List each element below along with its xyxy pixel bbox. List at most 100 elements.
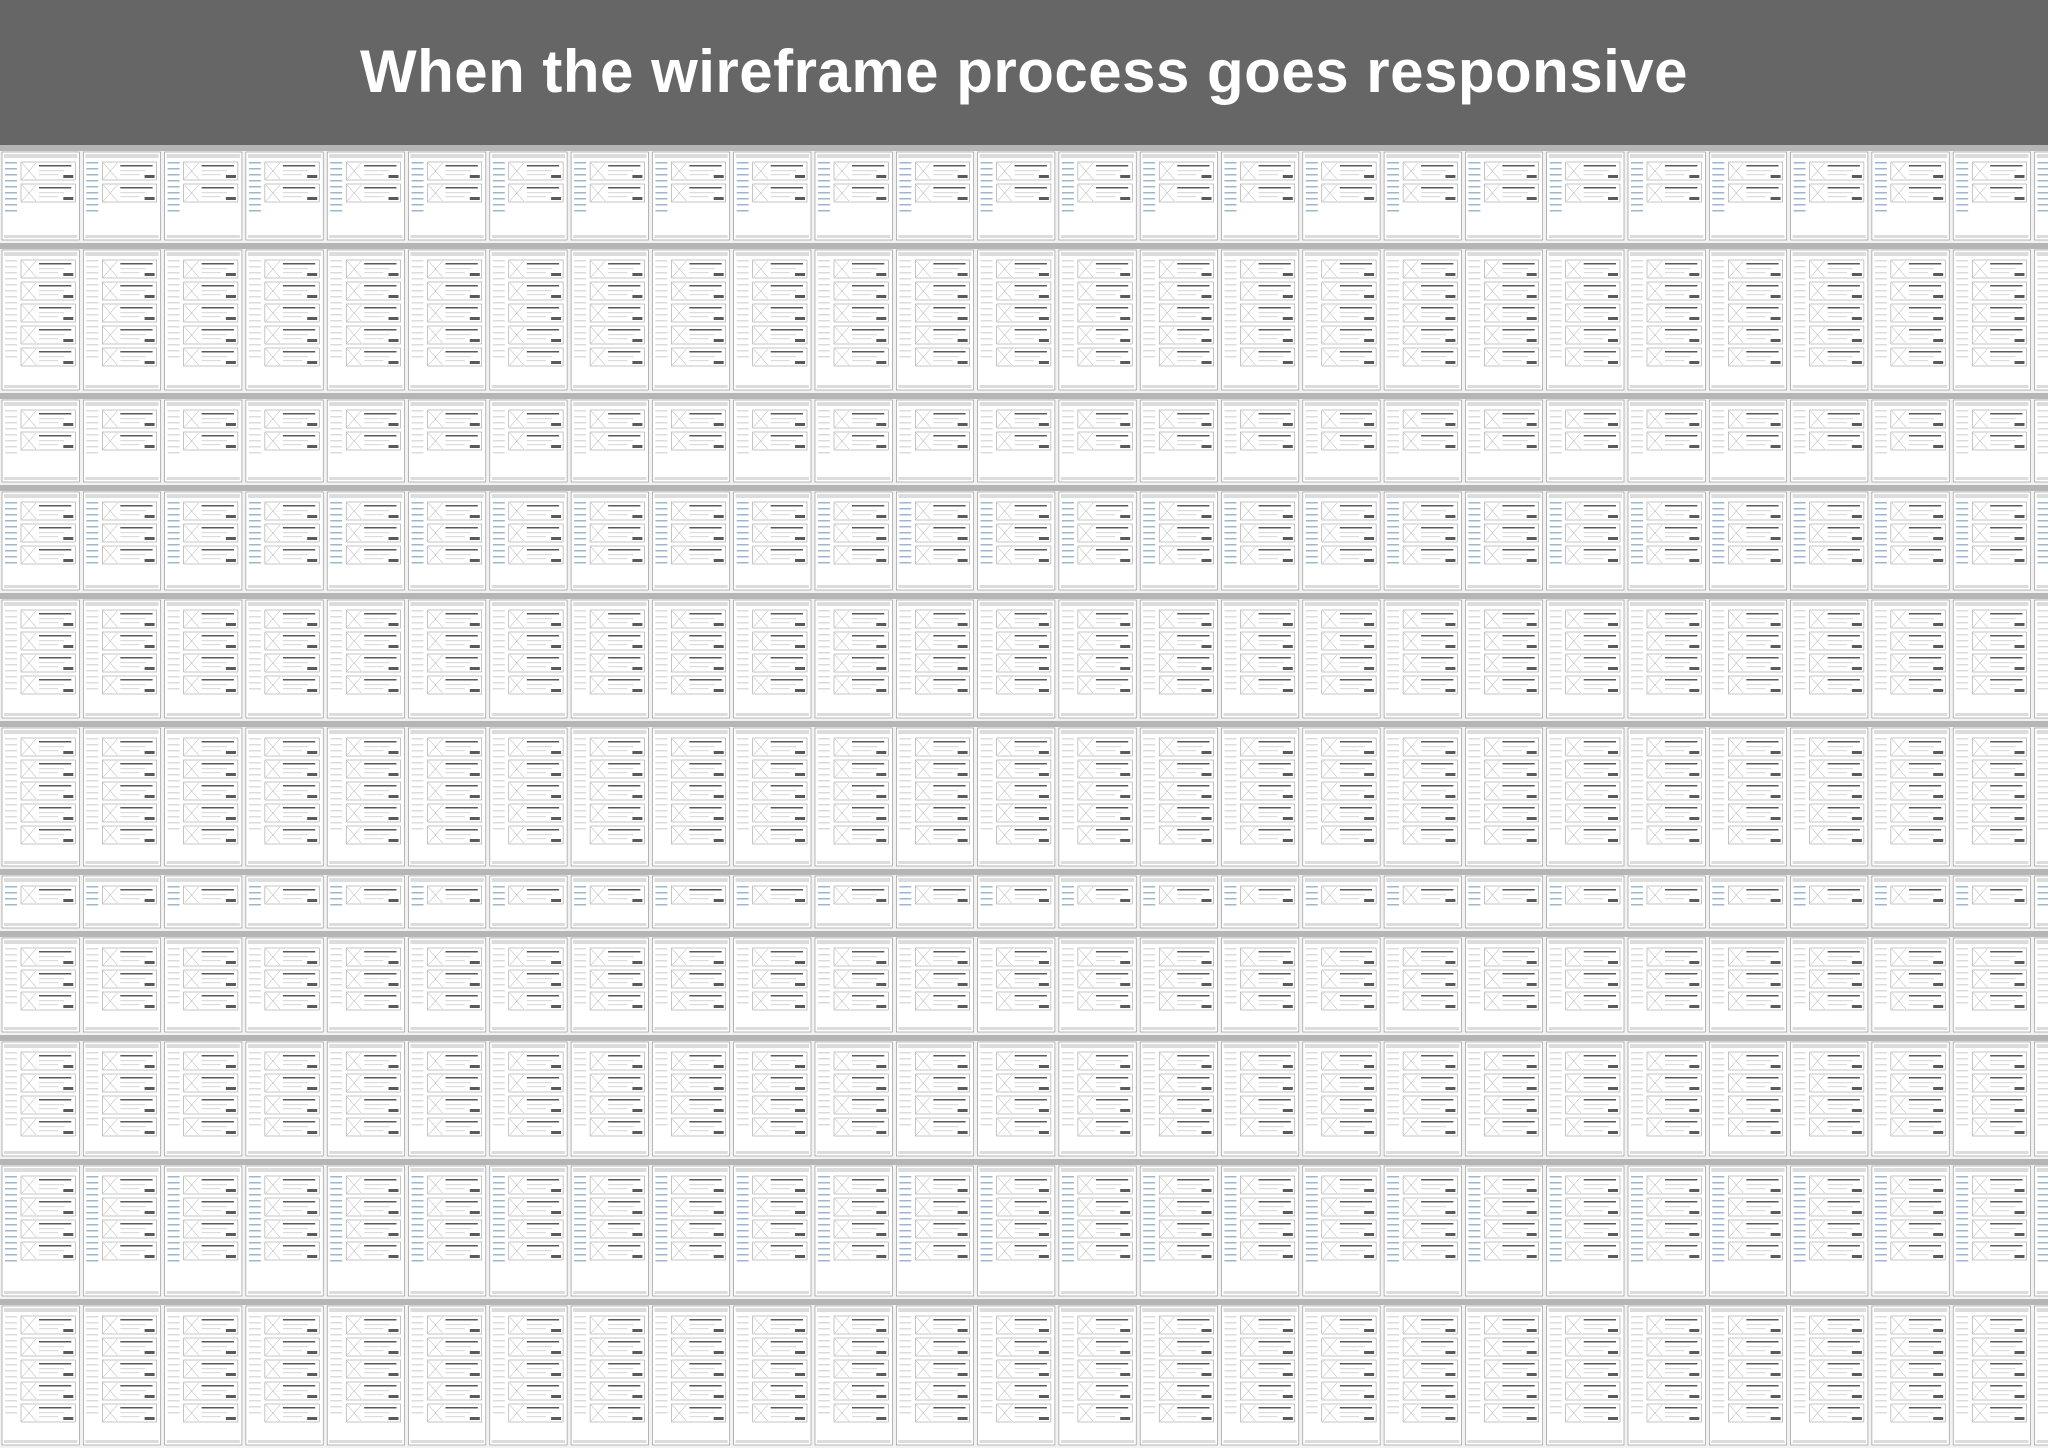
wireframe-thumbnail xyxy=(814,1165,893,1297)
wireframe-thumbnail xyxy=(1302,1041,1381,1157)
wireframe-thumbnail xyxy=(895,599,974,719)
wireframe-thumbnail xyxy=(1465,1165,1544,1297)
wireframe-thumbnail xyxy=(164,491,243,591)
wireframe-thumbnail xyxy=(814,1305,893,1446)
wireframe-thumbnail xyxy=(489,491,568,591)
wireframe-thumbnail xyxy=(1871,1041,1950,1157)
wireframe-thumbnail xyxy=(1302,491,1381,591)
wireframe-thumbnail xyxy=(1709,727,1787,867)
wireframe-thumbnail xyxy=(1790,875,1869,929)
wireframe-thumbnail xyxy=(408,399,487,483)
wireframe-thumbnail xyxy=(977,1041,1056,1157)
wireframe-thumbnail xyxy=(733,1305,812,1446)
wireframe-thumbnail xyxy=(1952,599,2031,719)
wireframe-thumbnail xyxy=(814,151,893,241)
wireframe-thumbnail xyxy=(570,399,649,483)
wireframe-thumbnail xyxy=(1058,875,1137,929)
wireframe-thumbnail xyxy=(1627,399,1706,483)
wireframe-thumbnail xyxy=(1627,875,1706,929)
wireframe-thumbnail xyxy=(977,875,1056,929)
wireframe-thumbnail xyxy=(1139,599,1218,719)
wireframe-thumbnail xyxy=(1383,1165,1462,1297)
wireframe-thumbnail xyxy=(895,1165,974,1297)
wireframe-thumbnail xyxy=(1546,249,1625,391)
wireframe-thumbnail xyxy=(1383,1305,1462,1446)
wireframe-thumbnail xyxy=(895,151,974,241)
wireframe-thumbnail xyxy=(1221,937,1300,1033)
wireframe-thumbnail xyxy=(1952,1165,2031,1297)
wireframe-thumbnail xyxy=(1465,1041,1544,1157)
wireframe-thumbnail xyxy=(245,399,324,483)
wireframe-thumbnail xyxy=(1790,399,1869,483)
wireframe-thumbnail xyxy=(164,727,243,867)
wireframe-thumbnail xyxy=(977,151,1056,241)
wireframe-thumbnail xyxy=(2034,399,2048,483)
wireframe-thumbnail xyxy=(1952,727,2031,867)
wireframe-thumbnail xyxy=(733,1041,812,1157)
wireframe-thumbnail xyxy=(408,875,487,929)
wireframe-thumbnail xyxy=(1,399,80,483)
title-bar: When the wireframe process goes responsi… xyxy=(0,0,2048,145)
wireframe-thumbnail xyxy=(489,1305,568,1446)
wireframe-thumbnail xyxy=(1302,399,1381,483)
wireframe-thumbnail xyxy=(570,599,649,719)
wireframe-thumbnail xyxy=(895,1305,974,1446)
wireframe-thumbnail xyxy=(1790,937,1869,1033)
wireframe-thumbnail xyxy=(1952,1041,2031,1157)
wireframe-thumbnail xyxy=(1,727,80,867)
wireframe-thumbnail xyxy=(1302,599,1381,719)
wireframe-thumbnail xyxy=(814,249,893,391)
wireframe-thumbnail xyxy=(652,1305,731,1446)
wireframe-thumbnail xyxy=(1383,875,1462,929)
wireframe-thumbnail xyxy=(977,727,1056,867)
wireframe-thumbnail xyxy=(1302,875,1381,929)
wireframe-thumbnail xyxy=(1383,491,1462,591)
wireframe-thumbnail xyxy=(245,1041,324,1157)
wireframe-thumbnail xyxy=(83,491,161,591)
wireframe-thumbnail xyxy=(895,937,974,1033)
wireframe-thumbnail xyxy=(1627,151,1706,241)
wireframe-thumbnail xyxy=(326,1041,405,1157)
wireframe-thumbnail xyxy=(1709,1041,1787,1157)
wireframe-thumbnail xyxy=(326,491,405,591)
wireframe-thumbnail xyxy=(1790,249,1869,391)
wireframe-thumbnail xyxy=(326,151,405,241)
wireframe-thumbnail xyxy=(1,1165,80,1297)
wireframe-thumbnail xyxy=(652,937,731,1033)
wireframe-thumbnail xyxy=(1709,875,1787,929)
wireframe-thumbnail xyxy=(814,875,893,929)
wireframe-thumbnail xyxy=(1058,151,1137,241)
wireframe-thumbnail xyxy=(1627,491,1706,591)
wireframe-thumbnail xyxy=(1546,1305,1625,1446)
wireframe-thumbnail xyxy=(2034,249,2048,391)
wireframe-thumbnail xyxy=(1871,937,1950,1033)
wireframe-mosaic xyxy=(0,145,2048,1448)
wireframe-thumbnail xyxy=(1709,599,1787,719)
wireframe-thumbnail xyxy=(1790,1041,1869,1157)
wireframe-thumbnail xyxy=(570,875,649,929)
wireframe-thumbnail xyxy=(1383,599,1462,719)
wireframe-thumbnail xyxy=(164,937,243,1033)
wireframe-thumbnail xyxy=(1221,249,1300,391)
wireframe-thumbnail xyxy=(1546,937,1625,1033)
wireframe-thumbnail xyxy=(408,151,487,241)
wireframe-thumbnail xyxy=(1465,937,1544,1033)
wireframe-thumbnail xyxy=(164,875,243,929)
wireframe-thumbnail xyxy=(489,151,568,241)
wireframe-thumbnail xyxy=(1790,151,1869,241)
wireframe-thumbnail xyxy=(1058,937,1137,1033)
wireframe-thumbnail xyxy=(1058,491,1137,591)
wireframe-thumbnail xyxy=(1139,1305,1218,1446)
wireframe-thumbnail xyxy=(408,1165,487,1297)
wireframe-thumbnail xyxy=(733,727,812,867)
wireframe-thumbnail xyxy=(408,249,487,391)
wireframe-thumbnail xyxy=(489,937,568,1033)
wireframe-thumbnail xyxy=(408,1305,487,1446)
wireframe-thumbnail xyxy=(1871,249,1950,391)
wireframe-thumbnail xyxy=(1139,937,1218,1033)
wireframe-thumbnail xyxy=(1952,875,2031,929)
wireframe-thumbnail xyxy=(1139,249,1218,391)
wireframe-thumbnail xyxy=(1465,1305,1544,1446)
wireframe-thumbnail xyxy=(1,1041,80,1157)
wireframe-thumbnail xyxy=(895,399,974,483)
